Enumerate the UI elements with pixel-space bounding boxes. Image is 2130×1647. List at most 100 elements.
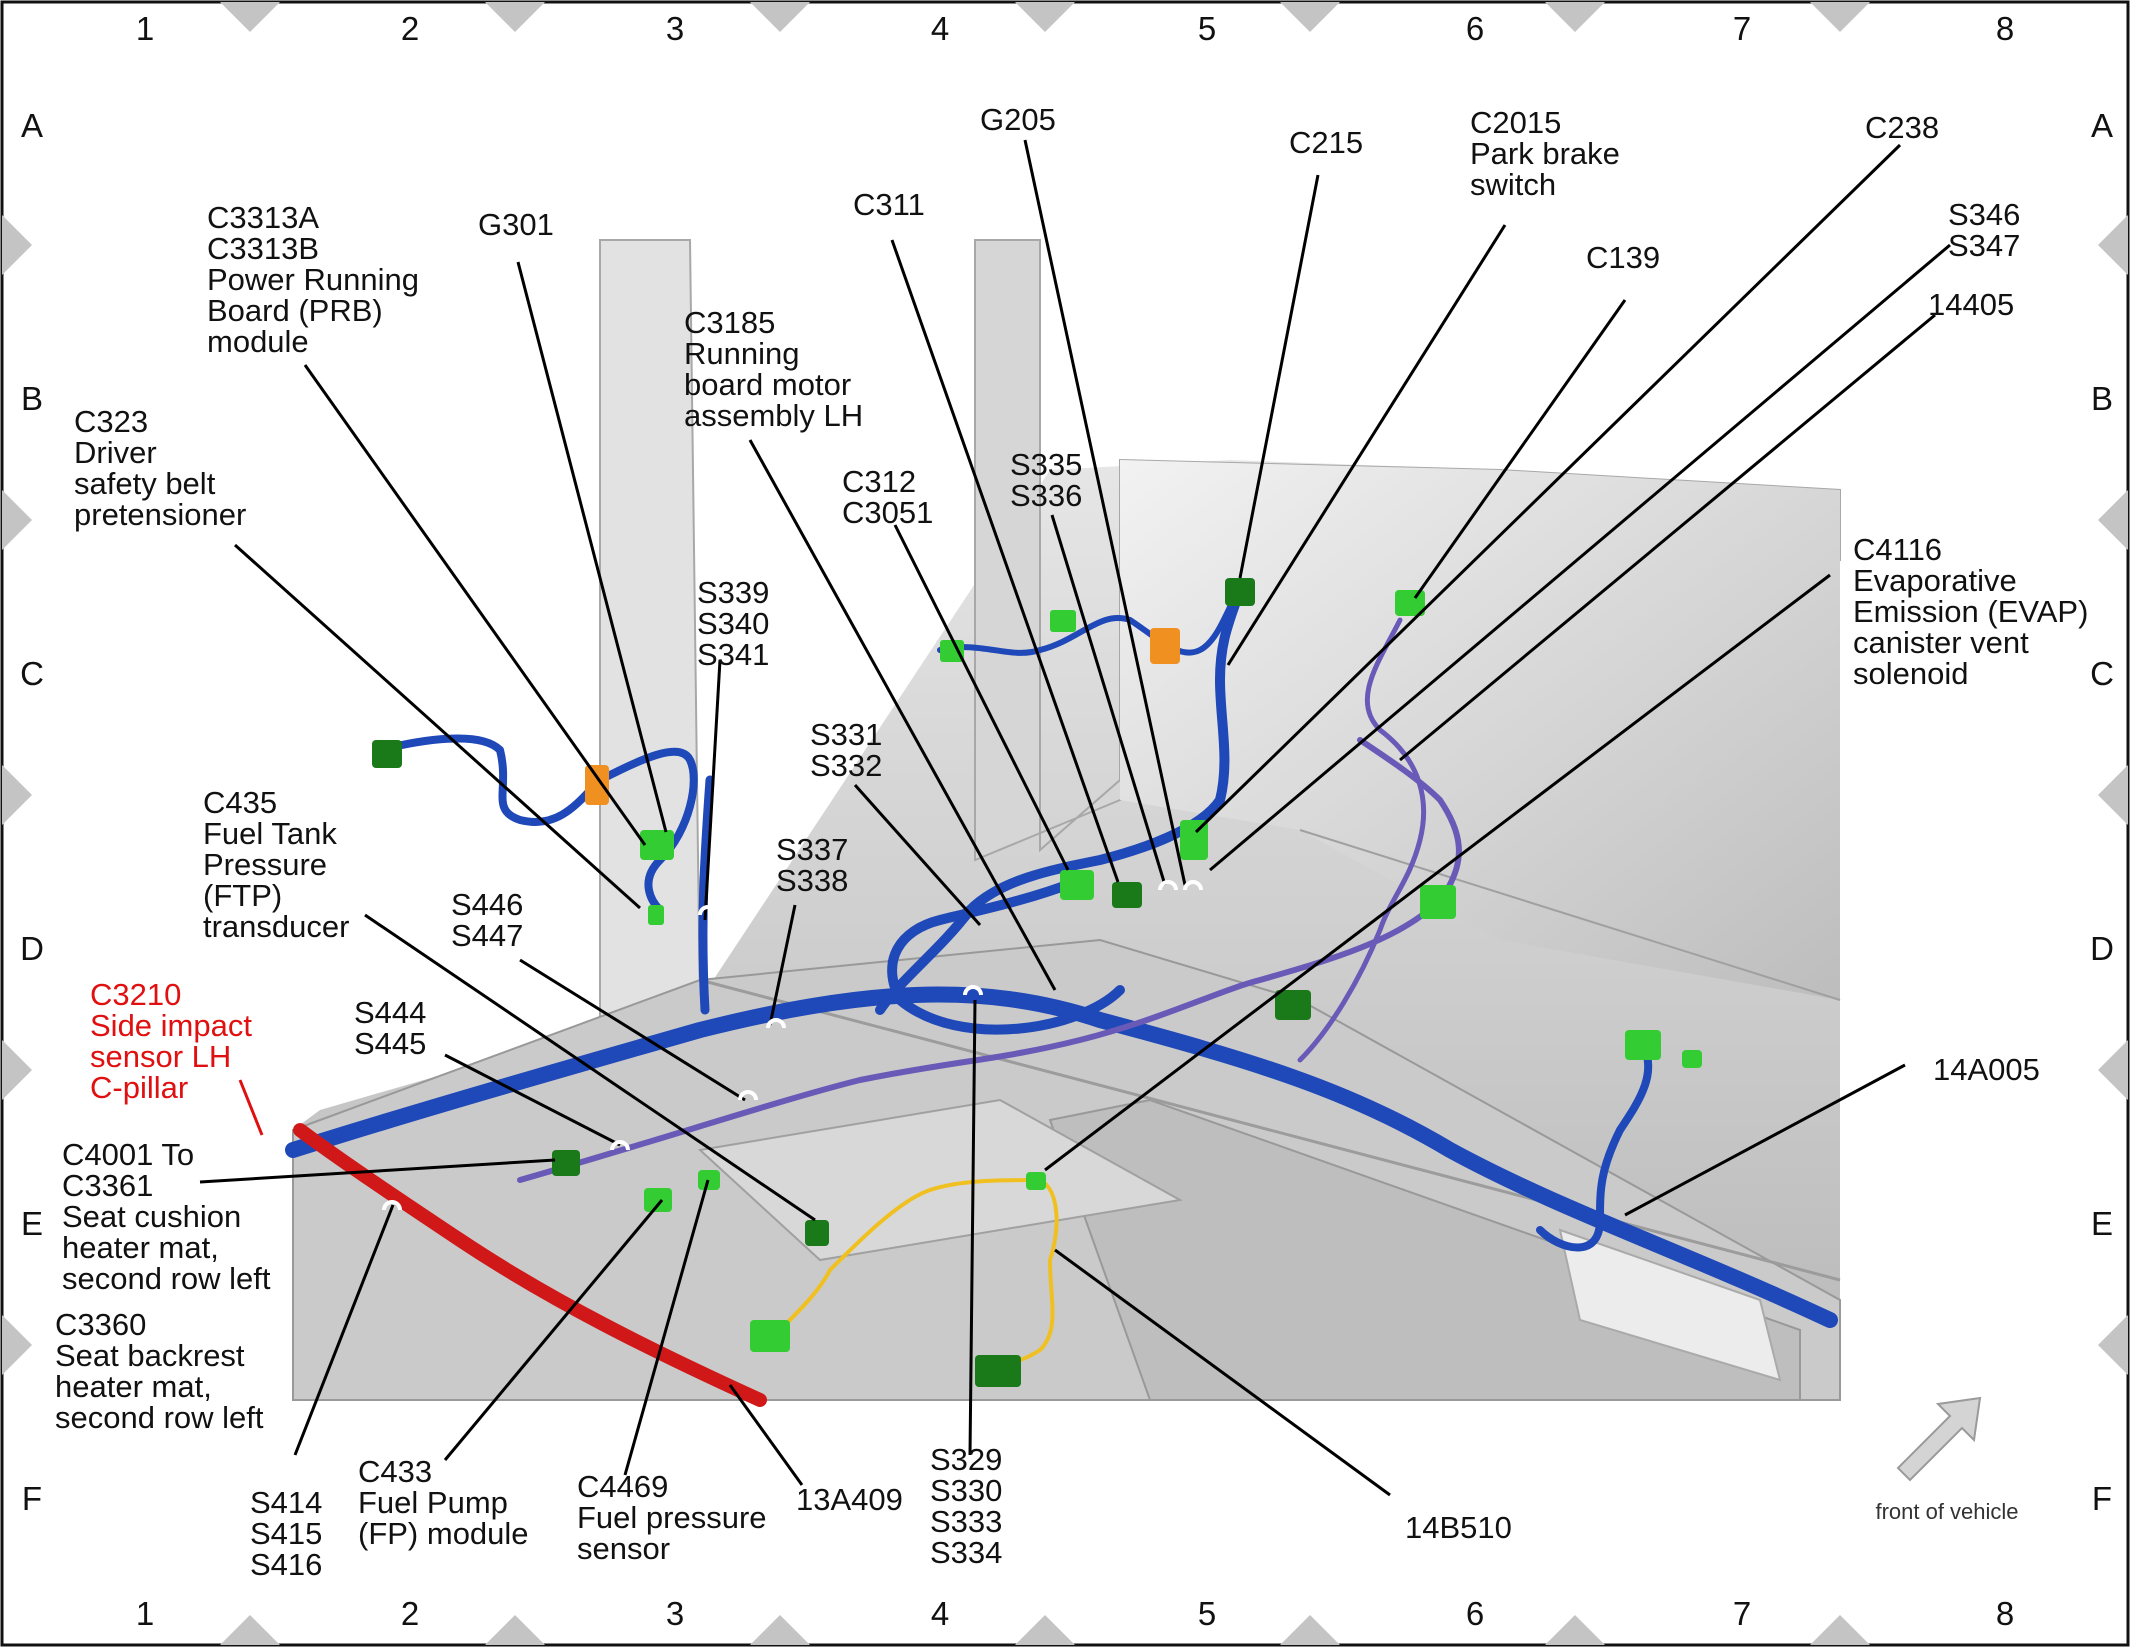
col-label-top: 8 xyxy=(1996,10,2014,47)
row-label-left: D xyxy=(20,930,44,967)
connector-fuel-left xyxy=(750,1320,790,1352)
leader-c139 xyxy=(1413,299,1627,599)
callout-c4469: C4469 Fuel pressure sensor xyxy=(577,1469,775,1566)
connector-c323 xyxy=(648,905,664,925)
vehicle-body xyxy=(292,239,1841,1401)
connector-fuel-mid xyxy=(1026,1172,1046,1190)
connector-mid-dark xyxy=(1275,990,1311,1020)
col-label-bottom: 4 xyxy=(931,1595,949,1632)
col-label-top: 2 xyxy=(401,10,419,47)
row-label-right: C xyxy=(2090,655,2114,692)
callout-s444: S444 S445 xyxy=(354,995,435,1061)
leader-g301 xyxy=(516,261,668,833)
connector-c3313 xyxy=(640,830,674,860)
col-label-top: 1 xyxy=(136,10,154,47)
row-label-left: C xyxy=(20,655,44,692)
connector-rear-small xyxy=(1682,1050,1702,1068)
col-label-bottom: 7 xyxy=(1733,1595,1751,1632)
leader-s346 xyxy=(1209,243,1951,872)
callout-g301: G301 xyxy=(478,207,554,242)
leader-c323 xyxy=(233,543,642,910)
harness-14405 xyxy=(875,585,1245,1015)
callout-s331: S331 S332 xyxy=(810,717,891,783)
callout-g205: G205 xyxy=(980,102,1056,137)
connector-c4116 xyxy=(1420,885,1456,919)
leader-c433 xyxy=(443,1199,664,1461)
leader-c2015 xyxy=(1226,224,1507,666)
connector-orange xyxy=(1150,628,1180,664)
callout-c312: C312 C3051 xyxy=(842,464,933,530)
connector-rear-right xyxy=(1625,1030,1661,1060)
leader-s414 xyxy=(293,1204,395,1456)
connector-c238 xyxy=(1180,820,1208,860)
col-label-bottom: 8 xyxy=(1996,1595,2014,1632)
leader-c215 xyxy=(1238,174,1320,579)
callout-c433: C433 Fuel Pump (FP) module xyxy=(358,1454,529,1551)
leader-g205 xyxy=(1023,139,1187,886)
harness-13a409 xyxy=(293,1123,767,1407)
leader-s337 xyxy=(768,904,797,1026)
col-label-bottom: 5 xyxy=(1198,1595,1216,1632)
connector-upper-cluster xyxy=(940,640,964,662)
connector-c312 xyxy=(1060,870,1094,900)
row-label-right: B xyxy=(2091,380,2113,417)
callout-c3313: C3313A C3313B Power Running Board (PRB) … xyxy=(207,200,428,359)
callout-c311: C311 xyxy=(853,187,925,222)
leader-lines xyxy=(199,139,1951,1497)
harness-evap xyxy=(1297,617,1427,1063)
connector-orange-prb xyxy=(585,765,609,805)
callout-14405: 14405 xyxy=(1928,287,2014,322)
harness-c311 xyxy=(887,875,1125,1035)
leader-c4001 xyxy=(199,1158,556,1184)
row-label-left: A xyxy=(21,107,43,144)
callout-14b510: 14B510 xyxy=(1405,1510,1512,1545)
col-label-top: 4 xyxy=(931,10,949,47)
callout-s446: S446 S447 xyxy=(451,887,532,953)
connector-c4469 xyxy=(698,1170,720,1190)
front-arrow-icon xyxy=(1896,1396,1982,1482)
leader-c311 xyxy=(890,239,1120,883)
connector-c311 xyxy=(1112,882,1142,908)
harness-right-rear xyxy=(1536,1036,1653,1252)
leader-c4116 xyxy=(1044,573,1831,1172)
col-label-bottom: 1 xyxy=(136,1595,154,1632)
connector-c433 xyxy=(644,1188,672,1212)
connector-c435 xyxy=(805,1220,829,1246)
callout-s414: S414 S415 S416 xyxy=(250,1485,331,1582)
callout-c435: C435 Fuel Tank Pressure (FTP) transducer xyxy=(203,785,349,944)
col-label-top: 3 xyxy=(666,10,684,47)
leader-s335 xyxy=(1050,514,1167,886)
callout-13a409: 13A409 xyxy=(796,1482,903,1517)
leader-s444 xyxy=(444,1053,621,1147)
callout-c238: C238 xyxy=(1865,110,1939,145)
leader-c435 xyxy=(364,913,816,1222)
leader-c4469 xyxy=(623,1179,710,1476)
leader-s329 xyxy=(968,999,977,1456)
connector-c4001 xyxy=(552,1150,580,1176)
harness-14a005 xyxy=(285,986,1838,1328)
leader-14b510 xyxy=(1054,1248,1391,1497)
harnesses xyxy=(285,585,1838,1407)
callout-c3360: C3360 Seat backrest heater mat, second r… xyxy=(55,1307,264,1435)
harness-upper-c xyxy=(937,587,1243,656)
callout-c323: C323 Driver safety belt pretensioner xyxy=(74,404,246,532)
leader-c3185 xyxy=(748,439,1057,991)
row-label-right: E xyxy=(2091,1205,2113,1242)
row-label-right: D xyxy=(2090,930,2114,967)
splice-markers xyxy=(382,880,1203,1211)
callout-labels: C3313A C3313B Power Running Board (PRB) … xyxy=(55,102,2088,1582)
leader-c3210 xyxy=(238,1079,264,1136)
callout-s346: S346 S347 xyxy=(1948,197,2029,263)
row-label-left: B xyxy=(21,380,43,417)
col-label-top: 7 xyxy=(1733,10,1751,47)
row-label-left: F xyxy=(22,1480,42,1517)
col-label-bottom: 2 xyxy=(401,1595,419,1632)
harness-pillar-drop xyxy=(698,775,715,1015)
connector-fuel-bottom xyxy=(975,1355,1021,1387)
leader-c238 xyxy=(1194,143,1902,834)
leader-14a005 xyxy=(1624,1063,1906,1217)
col-label-top: 6 xyxy=(1466,10,1484,47)
connector-upper-cluster-2 xyxy=(1050,610,1076,632)
harness-body-loop xyxy=(517,737,1462,1183)
